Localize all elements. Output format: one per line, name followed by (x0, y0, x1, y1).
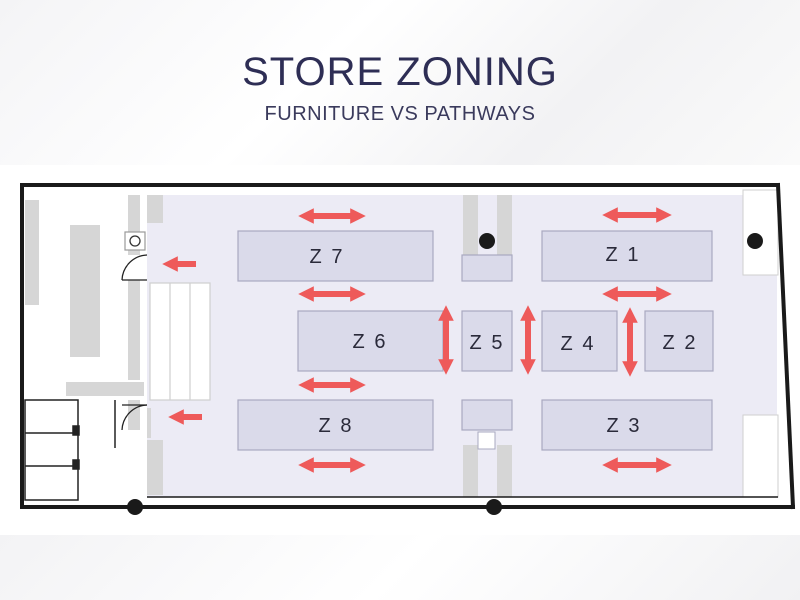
header-background (0, 0, 800, 165)
page-subtitle: FURNITURE VS PATHWAYS (264, 103, 536, 125)
zone-z7 (237, 230, 434, 282)
zone-label-z7: Z 7 (310, 246, 345, 268)
zone-label-z3: Z 3 (607, 415, 642, 437)
page-title: STORE ZONING (242, 50, 558, 94)
column-right-top (747, 233, 763, 249)
column-dot (129, 235, 141, 247)
kiosk-top (461, 254, 513, 282)
entrance-stairs (149, 282, 211, 401)
zone-label-z1: Z 1 (606, 244, 641, 266)
zone-z8 (237, 399, 434, 451)
center-column-top-right (497, 195, 512, 255)
zone-z3 (541, 399, 713, 451)
right-partition-bottom (742, 414, 779, 498)
right-partition-top (742, 189, 779, 276)
zone-label-z2: Z 2 (663, 332, 698, 354)
columns (127, 233, 763, 515)
center-column-top (463, 195, 478, 255)
center-column-bottom (463, 445, 478, 497)
zone-label-z8: Z 8 (319, 415, 354, 437)
column-center-top (479, 233, 495, 249)
zone-label-z4: Z 4 (561, 333, 596, 355)
kiosk-bottom-opening (477, 431, 496, 450)
restroom-stalls (24, 399, 116, 501)
center-column-bottom-right (497, 445, 512, 497)
pathway-arrows (162, 207, 672, 473)
kiosk-bottom (461, 399, 513, 431)
column-bottom-left (127, 499, 143, 515)
back-of-house (25, 195, 163, 495)
footer-background (0, 535, 800, 600)
zone-z2 (644, 310, 714, 372)
column-box (124, 231, 146, 251)
zone-z4 (541, 310, 618, 372)
zones (237, 230, 714, 451)
zone-z1 (541, 230, 713, 282)
outer-walls (20, 182, 796, 510)
zone-z5 (461, 310, 513, 372)
zone-label-z6: Z 6 (353, 331, 388, 353)
zone-label-z5: Z 5 (470, 332, 505, 354)
column-bottom-center (486, 499, 502, 515)
zone-z6 (297, 310, 444, 372)
